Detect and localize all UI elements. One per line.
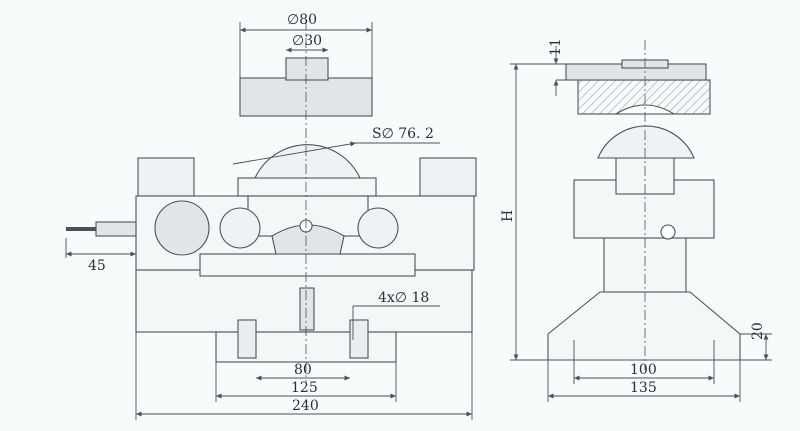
side-cap-seat — [614, 104, 676, 115]
front-cylinder-right — [357, 207, 399, 249]
front-slot-left — [237, 319, 257, 359]
side-sphere — [597, 125, 695, 159]
label-overall-width: 240 — [292, 398, 319, 414]
side-view — [547, 59, 741, 361]
front-cylinder-left — [154, 200, 210, 256]
label-top-diameter: ∅80 — [287, 12, 317, 28]
label-base-inner: 100 — [630, 362, 657, 378]
label-hole-spacing-outer: 125 — [291, 380, 318, 396]
front-sphere — [254, 144, 361, 179]
label-cap-thickness: 11 — [548, 38, 564, 56]
front-pillar-right — [419, 157, 477, 197]
label-base-thickness: 20 — [750, 322, 766, 340]
front-cylinder-mid — [219, 207, 261, 249]
label-sphere-radius: S∅ 76. 2 — [372, 126, 434, 142]
front-slot-right — [349, 319, 369, 359]
front-top-button — [285, 57, 329, 81]
side-screw — [660, 224, 676, 240]
label-button-diameter: ∅30 — [292, 33, 322, 49]
front-lower-cup — [271, 224, 345, 255]
label-height: H — [500, 210, 516, 222]
front-cable-gland — [95, 221, 137, 237]
front-center-pin — [299, 287, 315, 331]
side-base-flange — [547, 291, 741, 361]
label-hole-spacing-inner: 80 — [294, 362, 312, 378]
front-pillar-left — [137, 157, 195, 197]
label-base-outer: 135 — [630, 380, 657, 396]
front-center-block — [237, 177, 377, 197]
label-cable-length: 45 — [88, 258, 106, 274]
front-support-plate — [199, 253, 416, 277]
label-bolt-holes: 4x∅ 18 — [378, 290, 429, 306]
front-view — [66, 57, 477, 363]
front-dimension-lines — [65, 22, 473, 420]
side-dimension-lines — [510, 46, 772, 402]
